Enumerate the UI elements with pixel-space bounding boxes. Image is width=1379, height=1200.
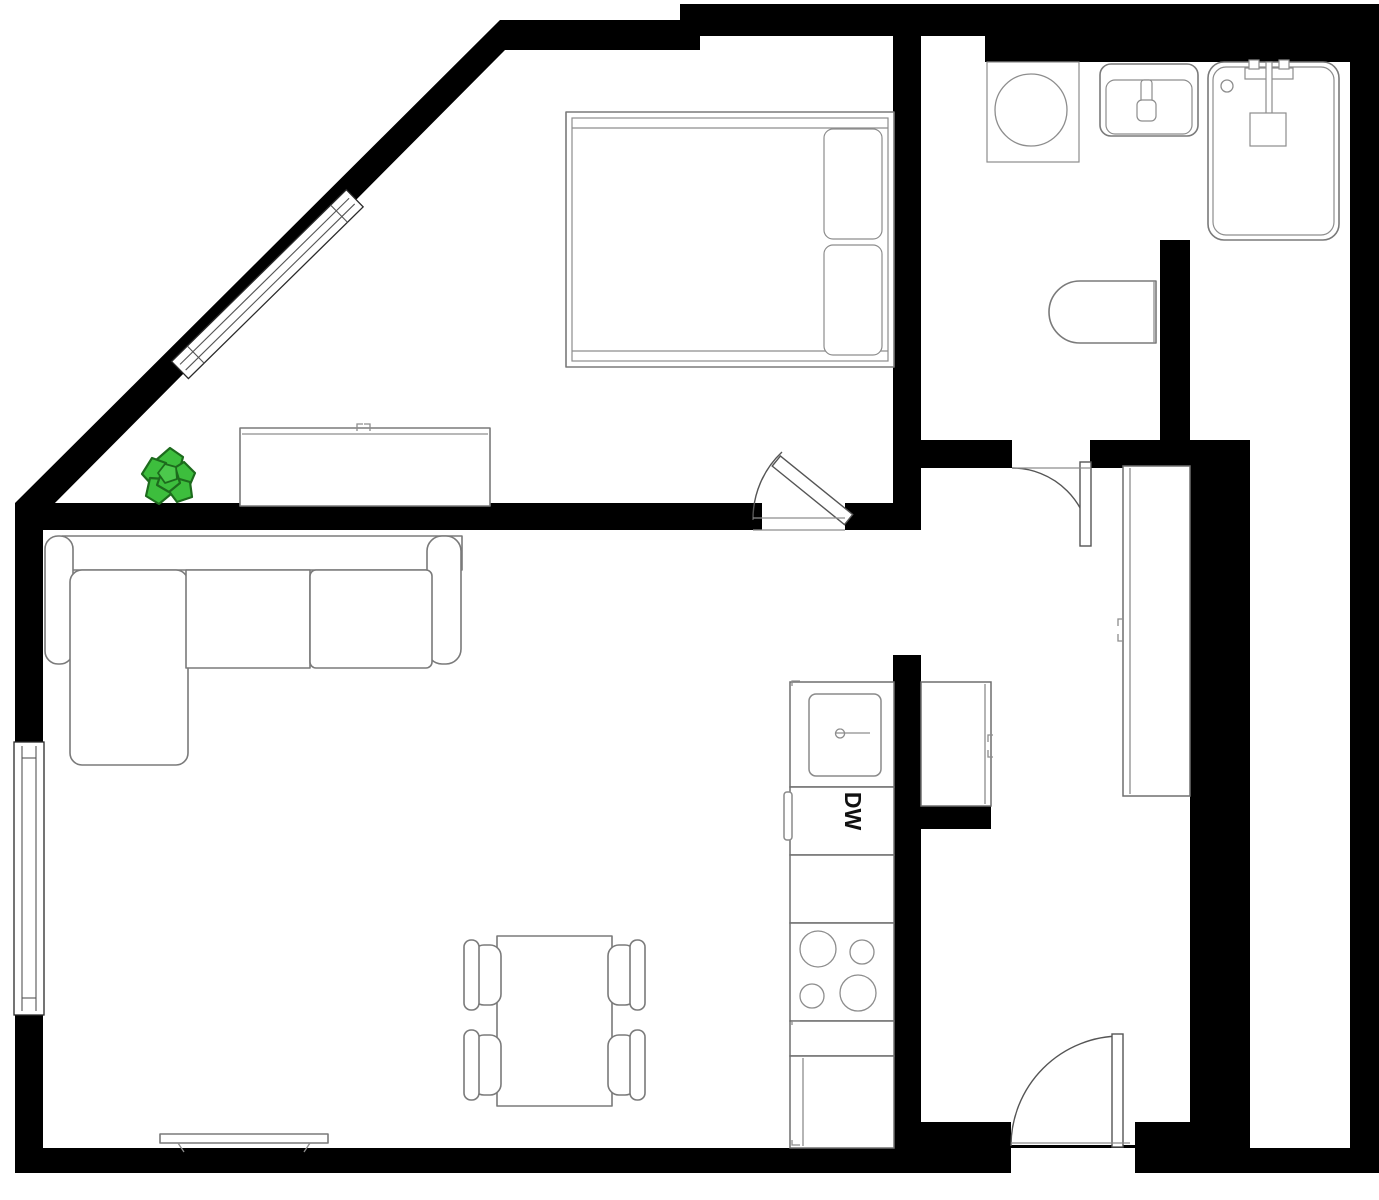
- wall-entry-right: [1135, 1122, 1250, 1173]
- burner-small: [799, 983, 825, 1009]
- pillow: [823, 128, 883, 240]
- sideboard-cabinet[interactable]: [239, 423, 491, 507]
- dishwasher[interactable]: DW: [783, 786, 895, 856]
- wall-entry-left: [921, 1122, 1011, 1173]
- interior-partitions: [15, 20, 1350, 1173]
- cooktop[interactable]: [789, 922, 895, 1022]
- kitchen-base-cabinet[interactable]: [789, 1055, 895, 1149]
- door-bedroom[interactable]: [752, 451, 854, 531]
- wall-bathroom-north: [985, 36, 1350, 62]
- hallway-cabinet[interactable]: [920, 681, 993, 807]
- bathtub[interactable]: [1207, 59, 1340, 241]
- kitchen-units: DW: [783, 680, 993, 1149]
- toilet[interactable]: [1048, 280, 1157, 344]
- bed[interactable]: [565, 111, 895, 368]
- wall-kitchen-east: [893, 655, 921, 1150]
- dining-set[interactable]: [463, 935, 646, 1107]
- sectional-sofa[interactable]: [44, 535, 463, 766]
- chair: [463, 939, 502, 1011]
- window-west: [13, 741, 45, 1016]
- washing-machine[interactable]: [986, 61, 1080, 163]
- wall-hall-cabinet-base: [921, 805, 991, 829]
- kitchen-sink[interactable]: [789, 680, 895, 788]
- burner-small: [849, 939, 875, 965]
- chair: [463, 1029, 502, 1101]
- chair: [607, 939, 646, 1011]
- doors-group: [752, 451, 1130, 1148]
- chair: [607, 1029, 646, 1101]
- interior-floor: [43, 36, 1350, 1148]
- windows-group: [13, 188, 365, 1016]
- bedroom-furniture: [565, 111, 895, 368]
- living-furniture: [44, 423, 646, 1153]
- window-angled: [170, 188, 365, 380]
- wall-living-north: [15, 503, 762, 530]
- bathroom-sink[interactable]: [1099, 63, 1199, 137]
- kitchen-counter-lower: [789, 1020, 895, 1057]
- plant-succulent: [140, 446, 197, 506]
- door-entry[interactable]: [1010, 1033, 1130, 1148]
- wall-bedroom-east: [893, 20, 921, 530]
- wall-bathroom-east-upper: [1160, 240, 1190, 462]
- wall-bathroom-south-a: [920, 440, 1012, 468]
- wardrobe-closet[interactable]: [1117, 465, 1191, 797]
- dishwasher-label: DW: [840, 792, 866, 831]
- dining-table: [496, 935, 613, 1107]
- pillow: [823, 244, 883, 356]
- door-bathroom[interactable]: [1011, 461, 1092, 547]
- tub-drain-overflow: [1220, 79, 1234, 93]
- bathroom-fixtures: [986, 59, 1340, 344]
- radiator: [159, 1133, 329, 1153]
- wall-hallway-east: [1190, 440, 1250, 1150]
- kitchen-counter-upper: [789, 854, 895, 924]
- burner-large: [799, 930, 837, 968]
- burner-large: [839, 974, 877, 1012]
